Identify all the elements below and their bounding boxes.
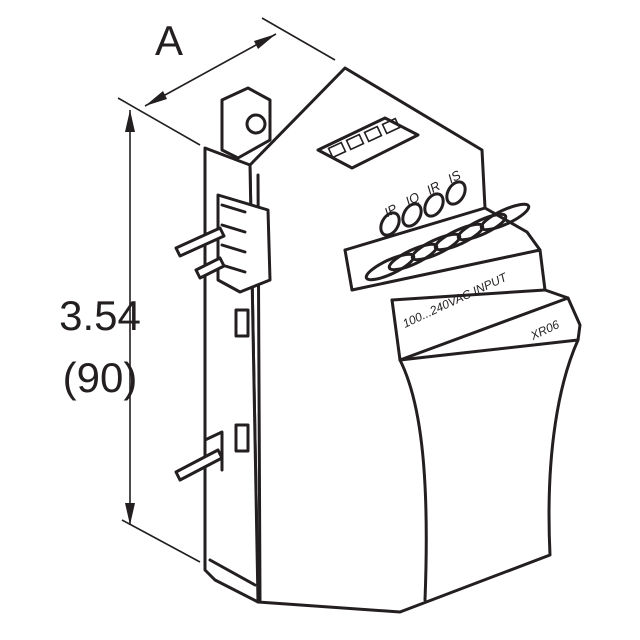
height-inches-label: 3.54 [59,292,141,339]
dimension-height [121,110,201,563]
device-body [248,66,582,614]
indicator-label-ir: IR [424,178,443,197]
height-mm-label: (90) [63,354,138,401]
indicator-label-iq: IQ [403,189,422,209]
dimension-a-label: A [155,17,183,64]
indicator-leds [379,180,467,237]
vent-slots [364,202,531,282]
dimension-a [117,17,336,146]
